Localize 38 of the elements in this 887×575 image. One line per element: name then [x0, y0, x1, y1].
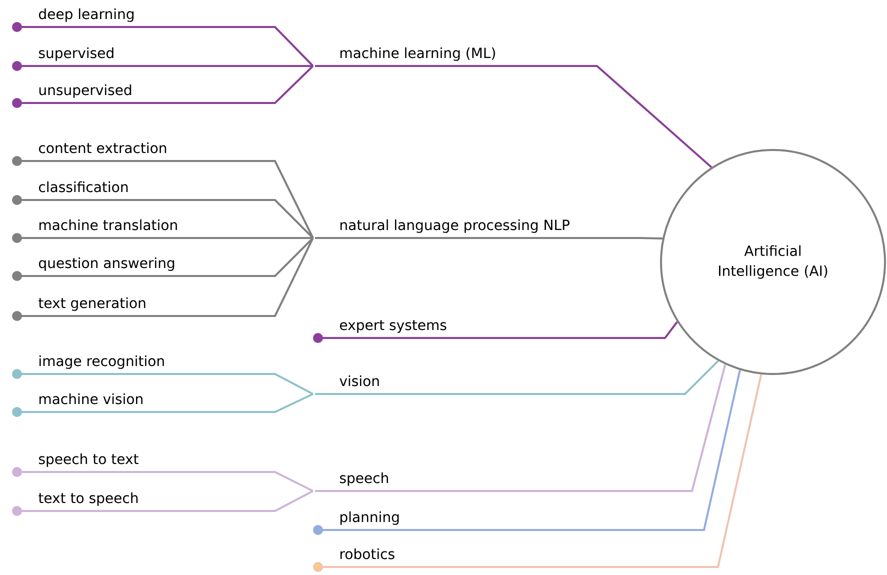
connector-line	[12, 156, 314, 238]
connector-line	[12, 393, 314, 417]
topic-label: text to speech	[38, 492, 138, 506]
connector-line	[12, 233, 313, 243]
connector-line	[12, 195, 314, 239]
topic-label: text generation	[38, 297, 146, 311]
topic-label: image recognition	[40, 355, 164, 369]
connector-line	[313, 370, 741, 535]
category-label: robotics	[340, 548, 394, 560]
connector-line	[315, 65, 712, 168]
connector-line	[315, 237, 662, 240]
topic-label: machine translation	[39, 219, 177, 230]
connector-line	[313, 374, 762, 572]
connector-line	[12, 65, 314, 108]
topic-label: content extraction	[38, 142, 166, 154]
category-label: planning	[340, 511, 399, 525]
category-label: expert systems	[340, 320, 446, 333]
topic-label: supervised	[38, 47, 114, 61]
connector-line	[12, 237, 314, 281]
category-label: natural language processing NLP	[340, 219, 570, 233]
topic-label: speech to text	[38, 453, 138, 467]
topic-label: machine vision	[39, 393, 142, 404]
connector-line	[12, 369, 314, 395]
topic-label: classification	[38, 181, 128, 192]
category-label: vision	[340, 375, 379, 386]
connector-line	[12, 238, 314, 321]
topic-label: deep learning	[38, 8, 134, 22]
connector-line	[313, 321, 678, 343]
connector-line	[12, 61, 313, 71]
connector-line	[315, 364, 726, 492]
connector-line	[315, 360, 719, 395]
connector-line	[12, 467, 314, 492]
connector-line	[12, 490, 314, 516]
category-label: machine learning (ML)	[340, 47, 495, 61]
topic-label: unsupervised	[39, 84, 132, 98]
topic-label: question answering	[38, 257, 174, 271]
category-label: speech	[340, 472, 388, 486]
connector-line	[12, 22, 314, 67]
